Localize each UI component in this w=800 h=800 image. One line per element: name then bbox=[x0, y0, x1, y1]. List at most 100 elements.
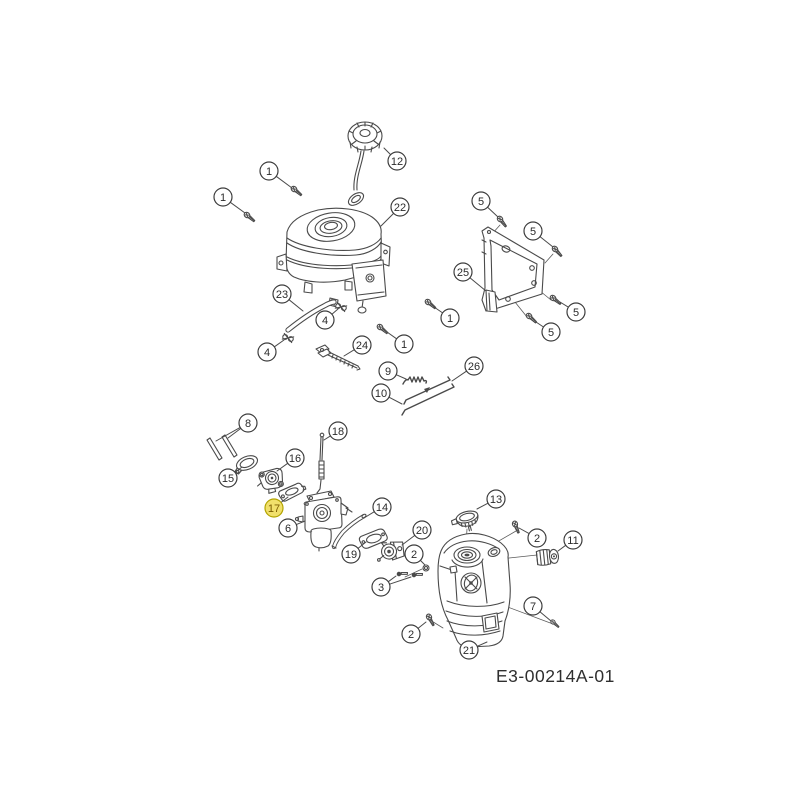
callout-circle[interactable] bbox=[371, 577, 391, 597]
part-primer-pump bbox=[376, 541, 405, 562]
callout-leader-line bbox=[417, 621, 427, 629]
callout-13[interactable]: 13 bbox=[476, 489, 506, 510]
callout-circle[interactable] bbox=[238, 413, 258, 433]
callout-2[interactable]: 2 bbox=[518, 527, 547, 548]
callout-number: 2 bbox=[534, 533, 540, 545]
callout-17[interactable]: 17 bbox=[264, 496, 289, 518]
callout-circle[interactable] bbox=[523, 221, 543, 241]
callout-circle[interactable] bbox=[285, 448, 305, 468]
callout-circle[interactable] bbox=[390, 197, 410, 217]
callout-3[interactable]: 3 bbox=[371, 575, 412, 597]
callout-18[interactable]: 18 bbox=[323, 421, 348, 441]
callout-16[interactable]: 16 bbox=[276, 448, 305, 472]
callout-circle[interactable] bbox=[372, 497, 392, 517]
callout-circle[interactable] bbox=[278, 518, 298, 538]
callout-circle[interactable] bbox=[328, 421, 348, 441]
callout-leader-line bbox=[357, 541, 367, 549]
callout-24[interactable]: 24 bbox=[343, 335, 372, 357]
callout-circle[interactable] bbox=[471, 191, 491, 211]
callout-leader-line bbox=[380, 212, 395, 227]
callout-circle[interactable] bbox=[213, 187, 233, 207]
callout-leader-line bbox=[559, 301, 569, 308]
part-carburetor-gasket bbox=[278, 482, 307, 502]
callout-number: 12 bbox=[391, 156, 403, 168]
callout-20[interactable]: 20 bbox=[401, 520, 432, 546]
callout-26[interactable]: 26 bbox=[451, 356, 484, 382]
callout-8[interactable]: 8 bbox=[215, 413, 258, 442]
callout-leader-line bbox=[383, 147, 392, 156]
callout-circle[interactable] bbox=[459, 640, 479, 660]
callout-circle[interactable] bbox=[464, 356, 484, 376]
callout-leader-line bbox=[276, 462, 289, 472]
callout-7[interactable]: 7 bbox=[523, 596, 552, 622]
callout-21[interactable]: 21 bbox=[459, 640, 488, 660]
callout-leader-line bbox=[469, 277, 487, 292]
callout-4[interactable]: 4 bbox=[315, 308, 339, 330]
callout-circle[interactable] bbox=[315, 310, 335, 330]
part-carburetor bbox=[294, 490, 353, 552]
callout-1[interactable]: 1 bbox=[259, 161, 293, 189]
callout-circle[interactable] bbox=[404, 544, 424, 564]
callout-19[interactable]: 19 bbox=[341, 541, 367, 564]
callout-15[interactable]: 15 bbox=[218, 466, 243, 488]
callout-circle[interactable] bbox=[218, 468, 238, 488]
callout-leader-line bbox=[295, 520, 306, 526]
callout-leader-line bbox=[331, 308, 339, 315]
callout-circle[interactable] bbox=[440, 308, 460, 328]
callout-circle[interactable] bbox=[563, 530, 583, 550]
callout-1[interactable]: 1 bbox=[433, 306, 460, 328]
callout-10[interactable]: 10 bbox=[371, 383, 403, 405]
callout-circle[interactable] bbox=[486, 489, 506, 509]
callout-9[interactable]: 9 bbox=[378, 361, 407, 381]
callout-5[interactable]: 5 bbox=[535, 321, 561, 342]
callout-12[interactable]: 12 bbox=[383, 147, 407, 171]
callout-circle[interactable] bbox=[523, 596, 543, 616]
callout-leader-line bbox=[487, 206, 499, 218]
callout-6[interactable]: 6 bbox=[278, 518, 306, 538]
callout-number: 16 bbox=[289, 453, 301, 465]
callout-2[interactable]: 2 bbox=[404, 544, 426, 566]
callout-leader-line bbox=[234, 466, 243, 473]
callout-leader-line bbox=[557, 544, 567, 552]
callout-number: 8 bbox=[245, 418, 251, 430]
callout-circle[interactable] bbox=[394, 334, 414, 354]
callout-number: 1 bbox=[401, 339, 407, 351]
callout-circle[interactable] bbox=[401, 624, 421, 644]
callout-circle-highlighted[interactable] bbox=[264, 498, 284, 518]
callout-circle[interactable] bbox=[259, 161, 279, 181]
callout-circle[interactable] bbox=[566, 302, 586, 322]
callout-4[interactable]: 4 bbox=[257, 339, 285, 362]
callout-circle[interactable] bbox=[412, 520, 432, 540]
callout-1[interactable]: 1 bbox=[213, 187, 246, 214]
callout-circle[interactable] bbox=[341, 544, 361, 564]
callout-circle[interactable] bbox=[378, 361, 398, 381]
callout-circle[interactable] bbox=[257, 342, 277, 362]
callout-leader-line bbox=[476, 641, 488, 647]
callout-circle[interactable] bbox=[387, 151, 407, 171]
callout-leader-line bbox=[535, 321, 544, 328]
callout-2[interactable]: 2 bbox=[401, 621, 427, 644]
callout-5[interactable]: 5 bbox=[471, 191, 499, 218]
callout-11[interactable]: 11 bbox=[557, 530, 583, 552]
callout-14[interactable]: 14 bbox=[363, 497, 392, 519]
callout-5[interactable]: 5 bbox=[559, 301, 586, 322]
callout-circle[interactable] bbox=[352, 335, 372, 355]
callout-circle[interactable] bbox=[272, 284, 292, 304]
callout-number: 15 bbox=[222, 473, 234, 485]
callout-1[interactable]: 1 bbox=[386, 331, 414, 354]
callout-number: 6 bbox=[285, 523, 291, 535]
callout-23[interactable]: 23 bbox=[272, 284, 304, 312]
callout-circle[interactable] bbox=[527, 528, 547, 548]
part-screw bbox=[549, 618, 561, 630]
callout-circle[interactable] bbox=[541, 322, 561, 342]
callout-5[interactable]: 5 bbox=[523, 221, 554, 248]
part-throttle-link bbox=[403, 376, 451, 405]
callout-number: 10 bbox=[375, 388, 387, 400]
callout-number: 21 bbox=[463, 645, 475, 657]
callout-circle[interactable] bbox=[453, 262, 473, 282]
callout-22[interactable]: 22 bbox=[380, 197, 410, 227]
callout-number: 2 bbox=[411, 549, 417, 561]
part-screw bbox=[375, 322, 390, 336]
callout-25[interactable]: 25 bbox=[453, 262, 487, 292]
callout-circle[interactable] bbox=[371, 383, 391, 403]
